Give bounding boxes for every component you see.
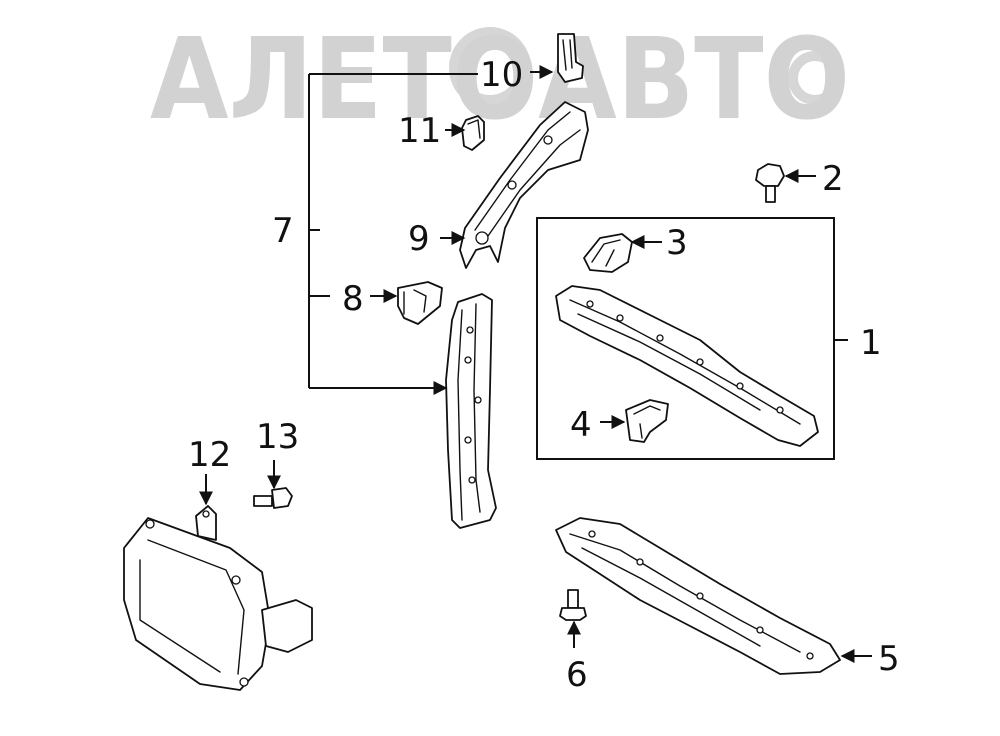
part-5-lower-support (555, 517, 841, 675)
callout-5: 5 (878, 639, 900, 679)
part-10-clip (557, 33, 584, 83)
callout-1: 1 (860, 323, 882, 363)
callout-6: 6 (566, 655, 588, 695)
callout-11: 11 (398, 111, 441, 151)
callout-3: 3 (666, 223, 688, 263)
callout-2: 2 (822, 159, 844, 199)
part-12-sensor (123, 505, 313, 691)
callout-4: 4 (570, 405, 592, 445)
part-4-bracket (625, 399, 669, 443)
callout-13: 13 (256, 417, 299, 457)
callout-9: 9 (408, 219, 430, 259)
part-1-group-box (536, 217, 835, 460)
leader-lines (199, 65, 872, 663)
part-7-side-support (445, 293, 497, 529)
part-8-bracket (397, 281, 443, 325)
watermark-logo: АЛЕТОАВТО (150, 15, 850, 145)
part-1-upper-support (555, 285, 819, 447)
watermark-gear-icon (449, 27, 842, 109)
part-2-bolt (755, 163, 785, 203)
callout-10: 10 (480, 55, 523, 95)
part-13-bolt (253, 487, 293, 509)
callout-12: 12 (188, 435, 231, 475)
part-9-support-arm (459, 101, 589, 269)
part-6-bolt (559, 589, 587, 621)
callout-8: 8 (342, 279, 364, 319)
callout-7: 7 (272, 211, 294, 251)
callout-labels: 1 2 3 4 5 6 7 8 9 10 11 12 13 (188, 55, 900, 695)
part-3-bracket (583, 233, 633, 273)
